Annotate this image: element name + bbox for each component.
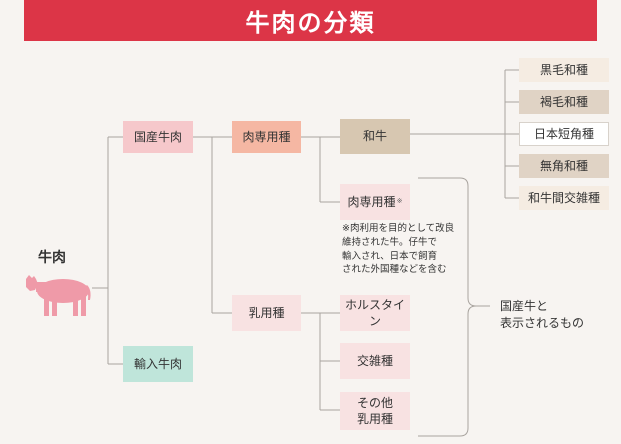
footnote: ※肉利用を目的として改良 維持された牛。仔牛で 輸入され、日本で飼育 された外国… (342, 223, 455, 276)
node-crossbreed: 交雑種 (340, 343, 410, 379)
node-imported-beef: 輸入牛肉 (123, 346, 193, 382)
node-wagyu: 和牛 (340, 119, 410, 154)
root-label: 牛肉 (38, 250, 66, 266)
title-bar: 牛肉の分類 (24, 0, 597, 41)
wagyu-type-item: 無角和種 (519, 154, 609, 178)
node-domestic-beef: 国産牛肉 (123, 121, 193, 153)
asterisk-mark: ※ (396, 197, 403, 206)
wagyu-type-item: 日本短角種 (519, 122, 609, 146)
node-beef-breed: 肉専用種 (232, 121, 301, 153)
node-beef-breed-other-label: 肉専用種 (347, 194, 396, 209)
wagyu-type-item: 褐毛和種 (519, 90, 609, 114)
node-beef-breed-other: 肉専用種※ (340, 184, 410, 220)
cow-icon (26, 275, 91, 316)
wagyu-type-item: 黒毛和種 (519, 58, 609, 82)
node-holstein: ホルスタイン (340, 295, 410, 331)
bracket-label: 国産牛と 表示されるもの (500, 299, 585, 331)
page-title: 牛肉の分類 (245, 9, 376, 37)
node-other-dairy: その他 乳用種 (340, 392, 410, 430)
wagyu-type-item: 和牛間交雑種 (519, 186, 609, 210)
node-dairy-breed: 乳用種 (232, 295, 301, 331)
